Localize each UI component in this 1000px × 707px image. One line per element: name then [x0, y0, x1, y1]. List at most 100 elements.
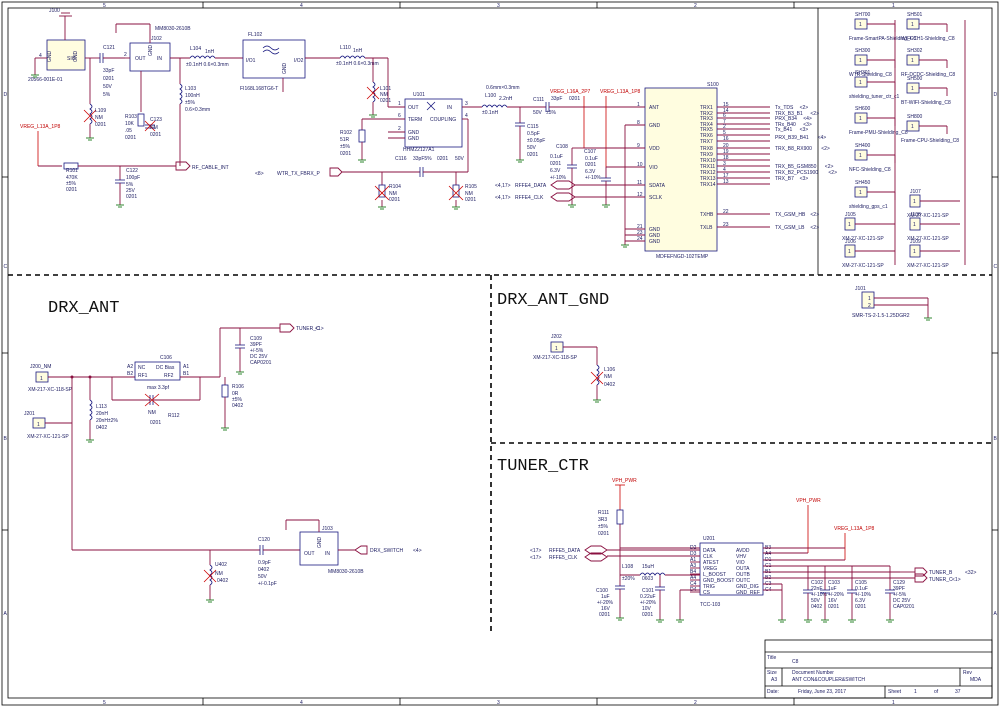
- s100-pin-num: 8: [637, 120, 640, 126]
- net-tuner-b: TUNER_B: [929, 570, 953, 576]
- s100-pin-name: TRX14: [700, 182, 716, 188]
- pin-num: 3: [465, 101, 468, 107]
- c100-value: 1uF: [601, 594, 610, 600]
- c115-ref: C115: [527, 124, 539, 130]
- date-value: Friday, June 23, 2017: [798, 689, 846, 695]
- r103-value: 10K: [125, 121, 135, 127]
- c108-package: 0201: [550, 161, 561, 167]
- ref-8: <8>: [255, 171, 264, 177]
- pin-label: IN: [447, 105, 452, 111]
- c107-value: 0.1uF: [585, 156, 598, 162]
- s100-net-name: TRX_B8_RX900: [775, 146, 812, 152]
- tuner-ctr-section: VPH_PWR R111 3R3 ±5% 0201 VPH_PWR VREG_L…: [530, 478, 976, 623]
- s100-net-name: TRX_B7: [775, 176, 794, 182]
- title-label: Title: [767, 655, 776, 661]
- sheet-label: Sheet: [888, 689, 902, 695]
- testpoint-ref: J106: [845, 239, 856, 245]
- c111-volt: 50V: [533, 110, 543, 116]
- r101-value: 470K: [66, 175, 78, 181]
- c107-volt: 6.3V: [585, 169, 596, 175]
- col-label: 4: [300, 700, 303, 706]
- l113-value: 20nH: [96, 411, 108, 417]
- net-vph-pwr: VPH_PWR: [612, 478, 637, 484]
- col-label: 1: [892, 3, 895, 9]
- l106-value: NM: [604, 374, 612, 380]
- c103-field: C103: [828, 580, 840, 586]
- s100-pin-num: 10: [637, 162, 643, 168]
- l113-tol: 20nH±2%: [96, 418, 118, 424]
- shield-ref: SH300: [855, 48, 871, 54]
- pin-label: GND: [47, 51, 53, 63]
- pin-label: DC Bias: [156, 365, 175, 371]
- s100-pin-num: 14: [723, 108, 729, 114]
- col-label: 5: [103, 3, 106, 9]
- part-label: SMR-TS-2-1.5-1.25DGR2: [852, 313, 910, 319]
- u201-pin-name: VHV: [736, 554, 747, 560]
- c115-value: 0.5pF: [527, 131, 540, 137]
- s100-pin-num: 23: [723, 222, 729, 228]
- s100-net-name: TX_GSM_HB: [775, 212, 806, 218]
- testpoint-part: XM-27-XC-121-SP: [842, 263, 884, 269]
- u201-pin-num: A3: [690, 563, 696, 569]
- u201-tuner-ic: [699, 542, 764, 596]
- testpoint-ref: J107: [910, 189, 921, 195]
- shield-ref: SH400: [855, 143, 871, 149]
- c121-tolerance: 5%: [103, 92, 111, 98]
- c120-tol: +/-0.1pF: [258, 581, 277, 587]
- s100-pin-name: TXHB: [700, 212, 714, 218]
- c101-package: 0201: [642, 612, 653, 618]
- row-label: B: [994, 436, 998, 442]
- pin-num: 4: [39, 53, 42, 59]
- net-vreg-tuner: VREG_L13A_1P8: [834, 526, 875, 532]
- l104-spec: ±0.1nH 0.6×0.3mm: [186, 62, 229, 68]
- l106-ref: L106: [604, 367, 615, 373]
- pin-num: 1: [859, 153, 862, 159]
- s100-pin-name: SCLK: [649, 195, 663, 201]
- s100-pin-num: 5: [723, 130, 726, 136]
- testpoint-ref: J109: [910, 239, 921, 245]
- l108-tol: ±20%: [622, 576, 635, 582]
- c122-value: 100pF: [126, 175, 140, 181]
- pin-label: GND: [282, 63, 288, 75]
- shield-label: NFC-Shielding_C8: [849, 167, 891, 173]
- pin-label: OUT: [408, 105, 419, 111]
- l100-size: 0.6mm×0.3mm: [486, 85, 519, 91]
- shield-label: WTR-Shielding_C8: [849, 72, 892, 78]
- c120-package: 0402: [258, 567, 269, 573]
- c120-volt: 50V: [258, 574, 268, 580]
- c103-field: 16V: [828, 598, 838, 604]
- ref-label: J101: [855, 286, 866, 292]
- shield-ref: SH301: [855, 70, 871, 76]
- j101-connector: J101 1 2 SMR-TS-2-1.5-1.25DGR2: [852, 286, 932, 321]
- s100-pin-name: GND: [649, 239, 661, 245]
- row-label: D: [994, 92, 998, 98]
- s100-pin-name: TRX13: [700, 176, 716, 182]
- pin-num: 1: [40, 376, 43, 382]
- u201-pin-num: C4: [690, 581, 697, 587]
- testpoint-ref: J105: [845, 212, 856, 218]
- net-rffe4-clk: RFFE4_CLK: [515, 195, 544, 201]
- pin-label: 1: [868, 296, 871, 302]
- rev-label: Rev: [963, 670, 972, 676]
- u201-pin-name: ATEST: [703, 560, 719, 566]
- top-rf-chain: J100 GND SIG GND 20566-001E-01 4 C121 33…: [20, 8, 645, 210]
- net-rffe5-clk: RFFE5_CLK: [549, 555, 578, 561]
- ref-label: U201: [703, 536, 715, 542]
- s100-pin-name: TRX7: [700, 139, 713, 145]
- ref-label: U101: [413, 92, 425, 98]
- u201-pin-name: AVDD: [736, 548, 750, 554]
- c100-volt: 16V: [601, 606, 611, 612]
- net-vreg-l13a-b: VREG_L13A_1P8: [600, 89, 641, 95]
- net-ref: <4>: [413, 548, 422, 554]
- row-label: A: [4, 611, 8, 617]
- u201-pin-num: A4: [690, 575, 696, 581]
- c120-value: 0.9pF: [258, 560, 271, 566]
- c129-field: C129: [893, 580, 905, 586]
- c115-volt: 50V: [527, 145, 537, 151]
- c122-tol: 5%: [126, 182, 134, 188]
- s100-net-ref: <4>: [803, 116, 812, 122]
- l108-package: 0603: [642, 576, 653, 582]
- size-value: A3: [771, 677, 777, 683]
- row-label: B: [4, 436, 8, 442]
- pin-num: 1: [848, 249, 851, 255]
